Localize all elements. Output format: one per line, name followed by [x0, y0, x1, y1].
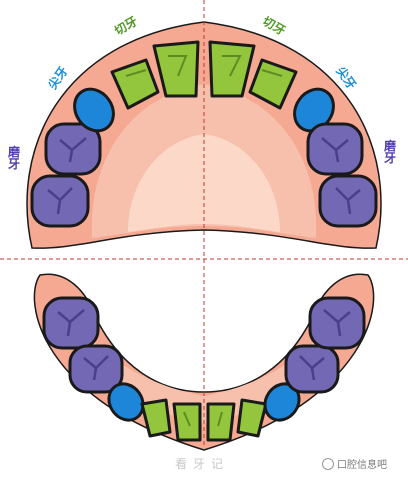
brand-tag: 口腔信息吧 [322, 456, 387, 471]
upper-right-central-incisor [208, 40, 256, 98]
watermark: 看牙记 [175, 457, 230, 471]
lower-right-central-incisor [206, 402, 236, 442]
upper-left-molar-2 [30, 174, 90, 228]
lower-left-central-incisor [172, 402, 202, 442]
lower-right-molar-2 [308, 296, 366, 350]
label-molar-left: 磨牙 [8, 145, 21, 171]
lower-left-canine [107, 382, 145, 422]
lower-left-molar-2 [42, 296, 100, 350]
upper-left-canine [73, 87, 115, 133]
upper-left-central-incisor [152, 40, 200, 98]
upper-right-lateral-incisor [248, 58, 298, 110]
upper-left-lateral-incisor [110, 58, 160, 110]
upper-left-molar-1 [44, 122, 102, 176]
upper-right-molar-2 [318, 174, 378, 228]
lower-right-molar-1 [284, 344, 340, 394]
upper-right-molar-1 [306, 122, 364, 176]
upper-right-canine [293, 87, 335, 133]
lower-left-molar-1 [68, 344, 124, 394]
brand-text: 口腔信息吧 [337, 460, 387, 471]
wechat-icon [322, 457, 334, 470]
lower-right-lateral-incisor [236, 398, 268, 438]
lower-left-lateral-incisor [140, 398, 172, 438]
label-molar-right: 磨牙 [384, 139, 397, 165]
